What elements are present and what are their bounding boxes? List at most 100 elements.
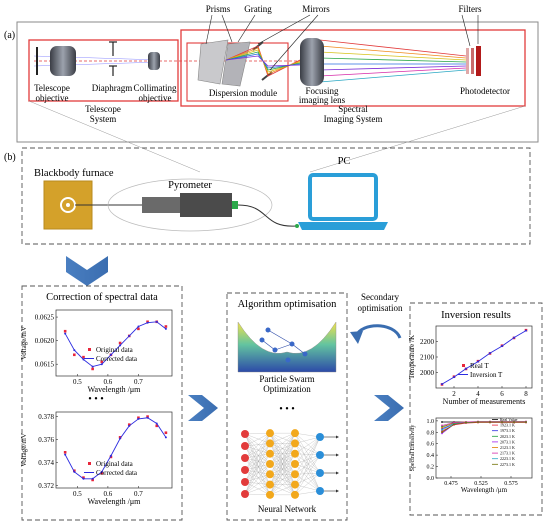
- nn-edge: [294, 463, 321, 474]
- legend-label: 1923.1 K: [500, 423, 515, 428]
- legend-label: Original data: [96, 346, 134, 354]
- correction-dots: • • •: [88, 394, 104, 405]
- focusing-lens-label-2: imaging lens: [299, 95, 346, 105]
- data-point: [64, 453, 67, 456]
- x-tick-label: 0.525: [474, 481, 488, 487]
- nn-arrowhead-icon: [336, 489, 339, 493]
- algorithm-box: Algorithm optimisation Particle Swarm Op…: [226, 292, 348, 521]
- data-point: [63, 451, 67, 454]
- down-chevron-icon: [66, 256, 108, 286]
- panel-b: (b) Blackbody furnace Pyrometer PC: [4, 147, 531, 245]
- data-point: [82, 355, 85, 359]
- x-axis-label: Wavelength /μm: [461, 486, 508, 494]
- nn-edge: [269, 433, 296, 495]
- nn-edge: [269, 443, 296, 495]
- nn-edge: [294, 433, 321, 438]
- photodetector-icon: [476, 46, 481, 76]
- x-tick-label: 0.6: [104, 378, 113, 386]
- telescope-objective-label-2: objective: [36, 93, 69, 103]
- nn-node: [316, 469, 324, 477]
- data-point: [64, 332, 67, 335]
- data-point: [489, 421, 491, 423]
- legend-label: Corrected data: [96, 469, 138, 477]
- nn-edge: [294, 454, 321, 465]
- data-point: [118, 436, 122, 439]
- legend-label: Original data: [96, 460, 134, 468]
- nn-node: [291, 429, 299, 438]
- filters-label: Filters: [458, 4, 481, 14]
- data-point: [465, 421, 467, 424]
- x-tick-label: 2: [452, 390, 456, 398]
- y-tick-label: 0.374: [38, 459, 54, 467]
- data-point: [100, 360, 104, 364]
- data-point: [155, 320, 158, 323]
- legend-marker: [88, 462, 91, 465]
- nn-node: [291, 449, 299, 458]
- y-tick-label: 2100: [420, 353, 435, 361]
- data-point: [119, 344, 122, 347]
- data-point: [63, 329, 67, 333]
- nn-edge: [294, 443, 321, 474]
- nn-edge: [244, 445, 271, 475]
- y-axis-label: Voltage/mV: [20, 326, 28, 360]
- data-point: [82, 476, 85, 479]
- data-point: [91, 478, 94, 482]
- data-point: [513, 421, 515, 423]
- y-axis-label: Temperature /K: [408, 335, 416, 379]
- data-point: [91, 367, 94, 371]
- blackbody-label: Blackbody furnace: [34, 168, 114, 179]
- neural-network-icon: [241, 429, 339, 499]
- legend-label: 2173.1 K: [500, 451, 515, 456]
- nn-node: [316, 487, 324, 495]
- data-point: [477, 421, 479, 423]
- nn-edge: [244, 445, 271, 465]
- nn-edge: [244, 457, 271, 495]
- legend-label: 2223.1 K: [500, 456, 515, 461]
- nn-node: [316, 433, 324, 441]
- nn-edge: [294, 453, 321, 492]
- data-point: [489, 352, 491, 355]
- data-point: [441, 426, 443, 429]
- nn-edge: [244, 433, 271, 483]
- nn-edge: [244, 433, 271, 485]
- data-point: [91, 365, 94, 368]
- telescope-system-label-1: Telescope: [85, 104, 121, 114]
- legend-label: Inversion T: [470, 371, 503, 379]
- nn-node: [316, 451, 324, 459]
- x-axis-label: Wavelength /μm: [88, 497, 142, 506]
- data-point: [525, 329, 527, 332]
- nn-edge: [244, 463, 271, 495]
- y-axis-label: Spectral Emissivity: [410, 425, 416, 472]
- nn-edge: [269, 433, 296, 475]
- nn-edge: [244, 433, 271, 495]
- nn-node: [241, 442, 249, 450]
- data-point: [109, 353, 112, 356]
- nn-edge: [244, 445, 271, 495]
- cable: [237, 204, 297, 227]
- series-line: [441, 422, 526, 432]
- pso-landscape-icon: [237, 321, 337, 373]
- y-tick-label: 0.0625: [35, 313, 55, 321]
- nn-edge: [244, 469, 271, 475]
- data-point: [128, 334, 131, 337]
- nn-edge: [244, 453, 271, 471]
- telescope-objective-lens: [50, 46, 76, 76]
- data-point: [465, 367, 467, 370]
- pyrometer-highlight: [107, 178, 273, 232]
- nn-edge: [269, 463, 296, 495]
- data-point: [164, 325, 168, 328]
- series-line: [441, 330, 527, 385]
- nn-edge: [244, 433, 271, 454]
- data-point: [100, 363, 103, 366]
- spectral-fan: [225, 39, 467, 83]
- telescope-objective-label-1: Telescope: [34, 83, 70, 93]
- series-line: [441, 421, 526, 433]
- y-tick-label: 0.4: [427, 453, 435, 459]
- nn-edge: [244, 481, 271, 485]
- nn-edge: [244, 457, 271, 475]
- x-tick-label: 0.575: [504, 481, 518, 487]
